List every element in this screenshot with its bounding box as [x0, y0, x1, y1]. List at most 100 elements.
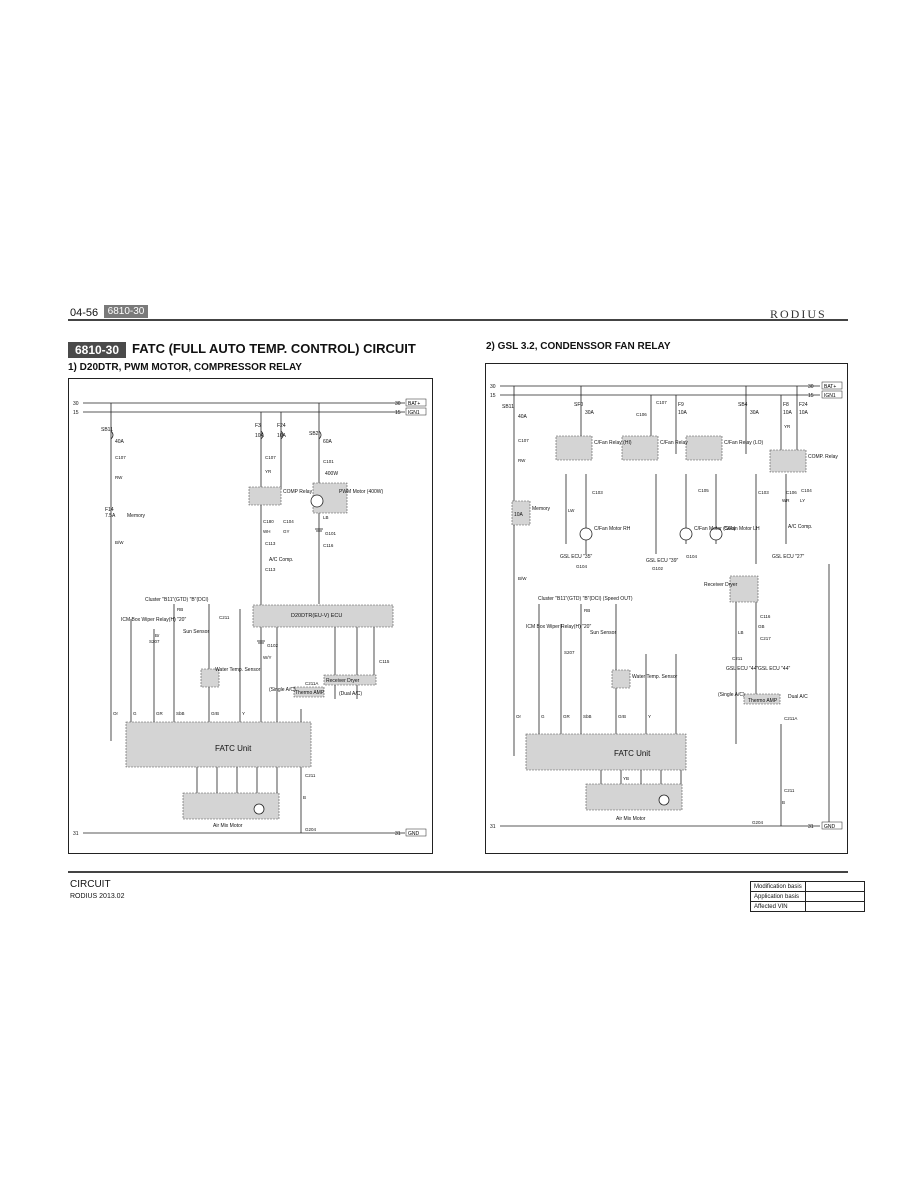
- table-label: Application basis: [750, 891, 806, 902]
- cfan-relay-2-box: [621, 435, 659, 461]
- wire-label: Or: [113, 711, 119, 716]
- air-mix-motor-label: Air Mix Motor: [616, 816, 646, 822]
- pwm-motor-label: PWM Motor (400W): [339, 489, 384, 495]
- table-label: Affected VIN: [750, 901, 806, 912]
- fuse-f9-label: F9: [678, 402, 684, 408]
- section-code-tab: 6810-30: [104, 305, 148, 318]
- water-sensor-label: Water Temp. Sensor: [632, 674, 678, 680]
- fuse-f9-amp: 10A: [678, 410, 688, 416]
- comp-relay-label: COMP Relay: [283, 489, 313, 495]
- fuse-f3-amp: 10A: [255, 433, 265, 439]
- fuse-icon: [318, 430, 322, 440]
- connector-label: C107: [265, 455, 276, 460]
- gsl-ecu-label: GSL ECU "35": [560, 554, 592, 560]
- bat-tag: BAT+: [408, 401, 420, 407]
- left-wiring-diagram: 30 15 31 30 15 31 BAT+ IGN1 GND SB11 40A…: [68, 378, 433, 854]
- wire-label: SbB: [583, 714, 592, 719]
- left-diagram-subtitle: 1) D20DTR, PWM MOTOR, COMPRESSOR RELAY: [68, 362, 302, 373]
- memory-label: Memory: [127, 513, 146, 519]
- rail-30-label: 30: [73, 401, 79, 407]
- comp-relay-box: [769, 449, 807, 473]
- connector-label: C116: [323, 543, 334, 548]
- fuse-sb2-label: SB2: [309, 431, 319, 437]
- gnd-tag: GND: [824, 824, 836, 830]
- connector-label: C106: [636, 412, 647, 417]
- air-mix-motor-box: [182, 792, 280, 820]
- bat-tag: BAT+: [824, 384, 836, 390]
- connector-label: C211: [305, 773, 316, 778]
- connector-label: C104: [801, 488, 812, 493]
- fatc-unit-label: FATC Unit: [215, 744, 252, 753]
- memory-label: Memory: [532, 506, 551, 512]
- fuse-sb11-label: SB11: [101, 427, 113, 433]
- fuse-f14-label: F14: [105, 507, 114, 513]
- receiver-dryer-box: [729, 575, 759, 603]
- fuse-f14-amp: 7.5A: [105, 513, 116, 519]
- thermo-amp-label: Thermo AMP: [748, 698, 778, 704]
- table-value: [804, 881, 865, 892]
- icm-box-label: ICM Box Wiper Relay(H) "20": [121, 617, 186, 623]
- connector-label: C104: [283, 519, 294, 524]
- left-wiring-svg: 30 15 31 30 15 31 BAT+ IGN1 GND SB11 40A…: [73, 398, 427, 837]
- fuse-f24-amp: 10A: [799, 410, 809, 416]
- connector-label: C103: [592, 490, 603, 495]
- table-value: [804, 901, 865, 912]
- right-wiring-svg: 30 15 31 30 15 31 BAT+ IGN1 GND SB11 40A…: [490, 381, 843, 830]
- connector-label: C107: [656, 400, 667, 405]
- ecu-box: [252, 604, 394, 628]
- wire-label: LB: [738, 630, 744, 635]
- connector-label: C180: [263, 519, 274, 524]
- wire-label: SbB: [176, 711, 185, 716]
- wire-label: B/W: [115, 540, 124, 545]
- wire-label: LB: [323, 515, 329, 520]
- connector-label: C107: [115, 455, 126, 460]
- connector-label: C116: [760, 614, 771, 619]
- fatc-unit-box: [125, 721, 312, 768]
- fuse-f8-label: F8: [783, 402, 789, 408]
- ground-label: G102: [652, 566, 664, 571]
- cfan-relay-2-label: C/Fan Relay: [660, 440, 688, 446]
- wire-label: WH: [263, 529, 271, 534]
- fuse-icon: [280, 430, 284, 440]
- rail-31-label-right: 31: [395, 831, 401, 837]
- footer-title: CIRCUIT: [70, 879, 111, 890]
- fuse-f24-label: F24: [277, 423, 286, 429]
- table-value: [804, 891, 865, 902]
- section-badge: 6810-30: [68, 342, 126, 358]
- wire-label: GY: [283, 529, 290, 534]
- connector-label: C211A: [305, 681, 318, 686]
- fuse-sb11-label: SB11: [502, 404, 514, 410]
- table-label: Modification basis: [750, 881, 806, 892]
- fuse-sb11-amp: 40A: [518, 414, 528, 420]
- air-mix-motor-icon: [658, 794, 670, 806]
- wire-label: G: [133, 711, 137, 716]
- ac-comp-label: A/C Comp.: [269, 557, 293, 563]
- wire-label: Br: [155, 633, 160, 638]
- rail-31-label: 31: [490, 824, 496, 830]
- water-sensor-box: [611, 669, 631, 689]
- pwm-watt-label: 400W: [325, 471, 338, 477]
- fuse-sb2-amp: 60A: [323, 439, 333, 445]
- wire-label: RB: [177, 607, 183, 612]
- fuse-icon: [110, 430, 114, 440]
- wire-label: Y: [242, 711, 245, 716]
- connector-label: C211: [784, 788, 795, 793]
- rail-31-label-right: 31: [808, 824, 814, 830]
- footer-divider: [68, 871, 848, 873]
- fuse-sf0-label: SF0: [574, 402, 583, 408]
- connector-label: C106: [786, 490, 797, 495]
- connector-label: C103: [758, 490, 769, 495]
- comp-relay-box: [248, 486, 282, 506]
- fuse-f14-amp: 10A: [514, 512, 524, 518]
- page-number: 04-56: [70, 307, 99, 319]
- icm-box-label: ICM Box Wiper Relay(H) "20": [526, 624, 591, 630]
- footer-date: RODIUS 2013.02: [70, 893, 125, 900]
- fatc-unit-label: FATC Unit: [614, 749, 651, 758]
- connector-label: C115: [379, 659, 390, 664]
- connector-label: C101: [323, 459, 334, 464]
- brand-logo: RODIUS: [770, 307, 827, 321]
- sun-sensor-label: Sun Sensor: [590, 630, 616, 636]
- cfan-relay-lo-box: [685, 435, 723, 461]
- rail-30-label-right: 30: [808, 384, 814, 390]
- connector-label: C113: [265, 541, 276, 546]
